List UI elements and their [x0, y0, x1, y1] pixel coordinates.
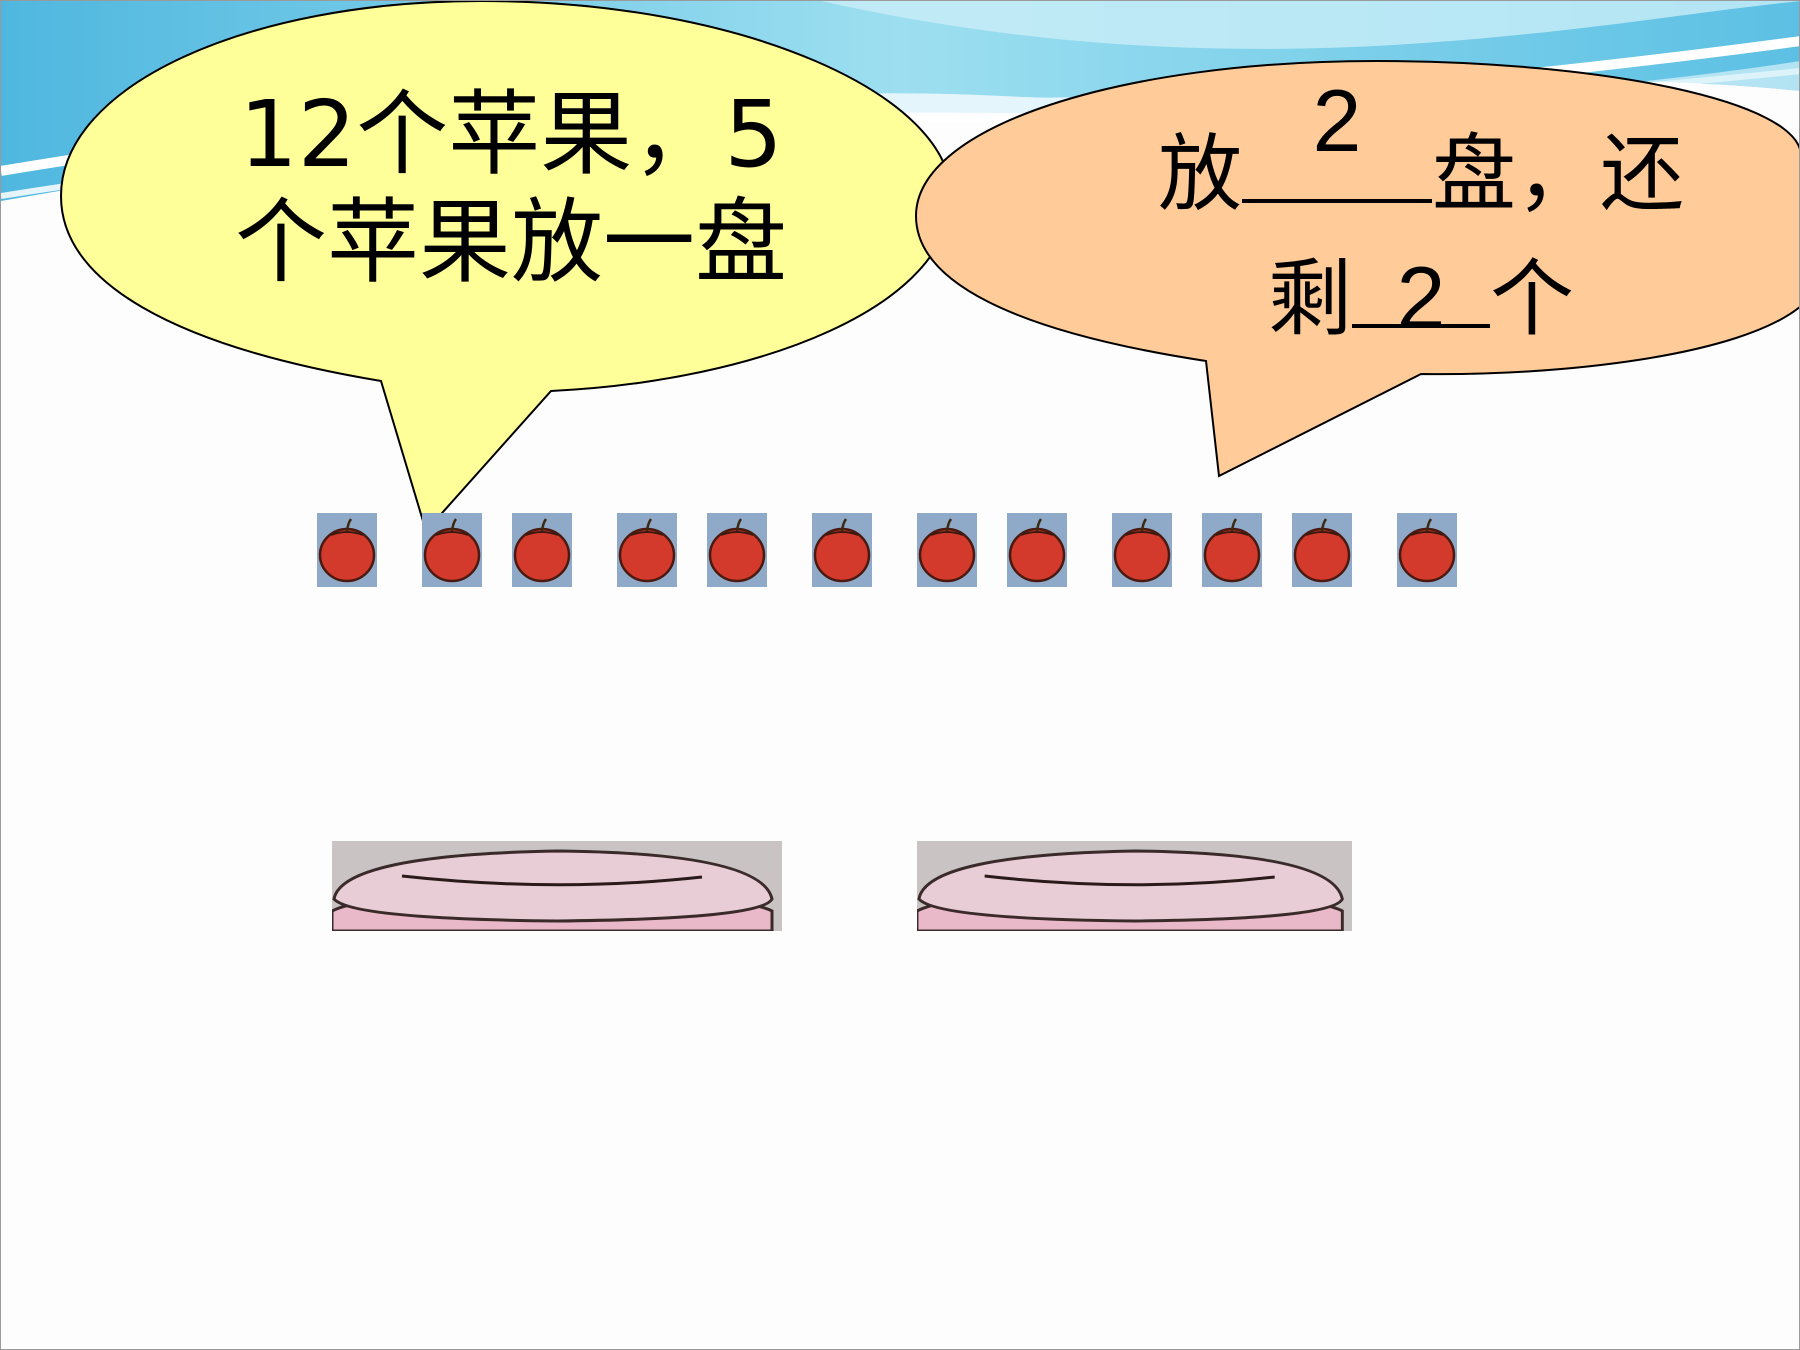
apple-icon — [512, 513, 572, 587]
left-speech-bubble — [59, 1, 953, 521]
apple-icon — [1292, 513, 1352, 587]
plate-icon — [915, 841, 1352, 933]
apple-icon — [422, 513, 482, 587]
plate-icon — [330, 841, 782, 933]
apple-icon — [617, 513, 677, 587]
left-bubble-line-2: 个苹果放一盘 — [234, 189, 787, 296]
fang-text: 放 — [1157, 125, 1242, 224]
pan-hai-text: 盘，还 — [1432, 125, 1685, 224]
speech-bubbles — [59, 1, 1799, 521]
apple-icon — [812, 513, 872, 587]
apple-icon — [1202, 513, 1262, 587]
plates-answer: 2 — [1312, 71, 1362, 170]
ge-text: 个 — [1490, 250, 1575, 349]
sheng-text: 剩 — [1267, 250, 1352, 349]
apple-icon — [1397, 513, 1457, 587]
remainder-answer: 2 — [1396, 248, 1446, 348]
left-bubble-text: 12个苹果，5 个苹果放一盘 — [151, 81, 871, 297]
right-speech-bubble — [914, 59, 1799, 478]
left-bubble-line-1: 12个苹果，5 — [239, 81, 783, 188]
apple-icon — [707, 513, 767, 587]
plates-blank[interactable]: 2 — [1242, 71, 1432, 204]
apple-icon — [917, 513, 977, 587]
remainder-blank[interactable]: 2 — [1352, 236, 1490, 347]
apple-icon — [1007, 513, 1067, 587]
apple-icon — [1112, 513, 1172, 587]
apple-icon — [317, 513, 377, 587]
